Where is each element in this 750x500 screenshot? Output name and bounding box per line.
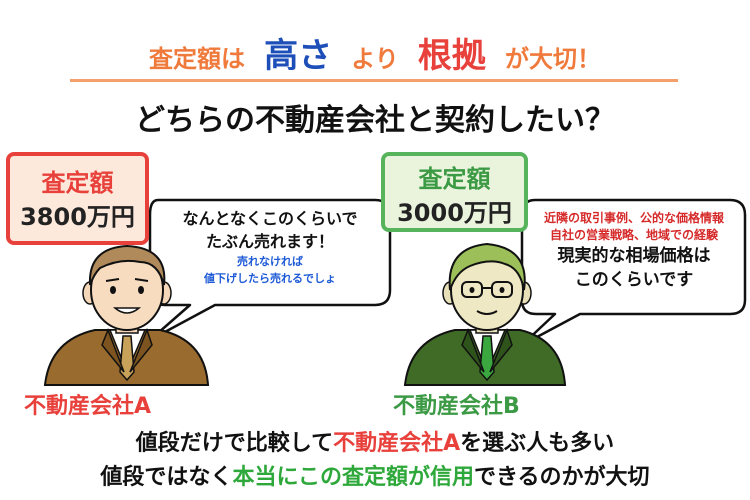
bubble-b-reason-2: 自社の営業戦略、地域での経験 <box>549 228 718 242</box>
speech-bubble-b-text: 近隣の取引事例、公的な価格情報 自社の営業戦略、地域での経験 現実的な相場価格は… <box>520 210 748 292</box>
bottom-line-1-highlight: 不動産会社A <box>333 431 461 456</box>
bubble-b-reason-1: 近隣の取引事例、公的な価格情報 <box>543 211 724 225</box>
price-box-a: 査定額 3800万円 <box>6 152 149 245</box>
bubble-a-sub-line-1: 売れなければ <box>237 255 303 268</box>
headline: 査定額は 高さ より 根拠 が大切！ <box>0 28 750 77</box>
headline-part-1: 査定額は <box>149 45 246 73</box>
bottom-line-2: 値段ではなく本当にこの査定額が信用できるのかが大切 <box>0 459 750 491</box>
bubble-a-sub-line-2: 値下げしたら売れるでしょ <box>204 272 336 285</box>
salesperson-b-illustration <box>403 242 567 386</box>
price-value-b: 3000万円 <box>397 199 512 227</box>
bubble-b-line-1: 現実的な相場価格は <box>557 246 711 266</box>
price-label-b: 査定額 <box>418 165 491 193</box>
bubble-a-line-2: たぶん売れます！ <box>205 232 334 251</box>
company-a-label: 不動産会社A <box>24 394 152 419</box>
price-label-a: 査定額 <box>41 169 114 197</box>
headline-underline <box>70 79 678 82</box>
bottom-line-1-pre: 値段だけで比較して <box>135 431 334 456</box>
bottom-line-1: 値段だけで比較して不動産会社Aを選ぶ人も多い <box>0 425 750 457</box>
question-heading: どちらの不動産会社と契約したい？ <box>135 103 615 138</box>
bottom-line-1-post: を選ぶ人も多い <box>460 431 615 456</box>
headline-emphasis-height: 高さ <box>264 36 333 76</box>
bubble-b-line-2: このくらいです <box>574 270 694 290</box>
bottom-line-2-pre: 値段ではなく <box>100 465 233 490</box>
headline-part-2: より <box>351 45 399 73</box>
company-b-label: 不動産会社B <box>393 394 520 419</box>
headline-emphasis-basis: 根拠 <box>417 36 486 76</box>
bottom-line-2-post: できるのかが大切 <box>474 465 650 490</box>
salesperson-a-illustration <box>43 244 210 386</box>
bubble-a-line-1: なんとなくこのくらいで <box>182 209 358 228</box>
speech-bubble-a-text: なんとなくこのくらいで たぶん売れます！ 売れなければ 値下げしたら売れるでしょ <box>150 207 390 287</box>
price-box-b: 査定額 3000万円 <box>381 152 528 232</box>
price-value-a: 3800万円 <box>20 203 135 231</box>
headline-part-3: が大切！ <box>504 45 601 73</box>
bottom-line-2-highlight: 本当にこの査定額が信用 <box>232 465 474 490</box>
